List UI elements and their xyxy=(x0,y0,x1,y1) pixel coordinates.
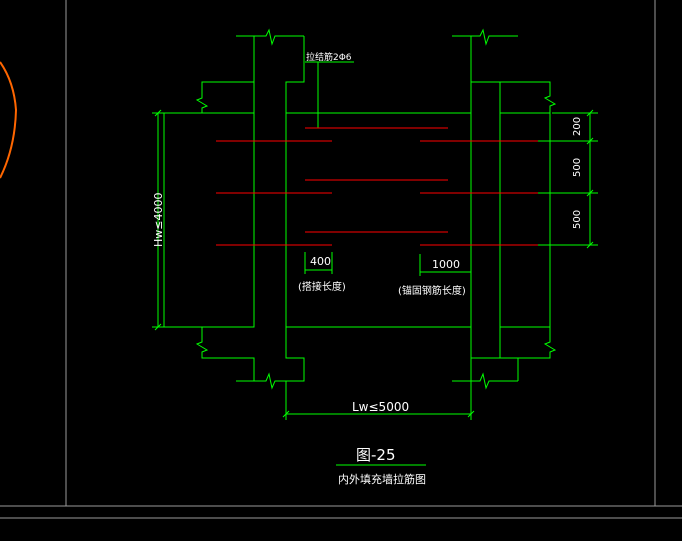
top-beam xyxy=(195,28,501,113)
left-column xyxy=(163,112,255,328)
rebar-note: 拉结筋2Φ6 xyxy=(306,51,352,63)
figure-number: 图-25 xyxy=(356,446,396,464)
infill-panel xyxy=(285,112,472,328)
dimension-lines xyxy=(152,109,598,466)
annotations: 拉结筋2Φ6 400 1000 (搭接长度) (锚固钢筋长度) 200 500 … xyxy=(152,51,583,486)
dim-500-label: 500 xyxy=(572,158,583,177)
wall-structure xyxy=(163,28,557,390)
height-limit-label: Hw≤4000 xyxy=(152,193,165,247)
anchor-length-note: (锚固钢筋长度) xyxy=(398,284,466,297)
dim-500-label: 500 xyxy=(572,210,583,229)
figure-caption: 内外填充墙拉筋图 xyxy=(338,472,426,486)
bottom-beam xyxy=(195,327,501,390)
dim-400-label: 400 xyxy=(310,255,331,268)
lap-length-note: (搭接长度) xyxy=(298,280,346,293)
viewport-frame xyxy=(0,0,682,519)
width-limit-label: Lw≤5000 xyxy=(352,400,409,414)
rebar-lines xyxy=(216,127,538,246)
dim-200-label: 200 xyxy=(572,117,583,136)
orange-arc xyxy=(0,61,18,179)
dim-1000-label: 1000 xyxy=(432,258,460,271)
right-column xyxy=(499,112,551,328)
